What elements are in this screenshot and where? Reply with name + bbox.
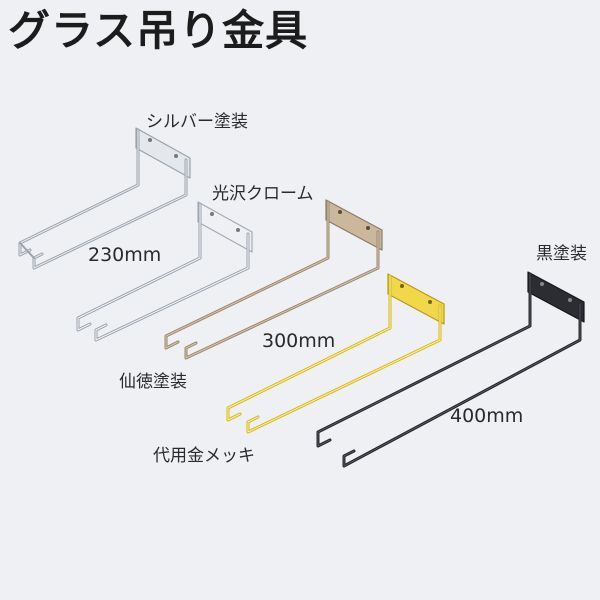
size-label-230: 230mm [88,244,162,266]
size-label-400: 400mm [450,405,524,427]
finish-label-gold: 代用金メッキ [153,446,255,466]
rack-black [316,271,585,468]
finish-label-sentoku: 仙徳塗装 [119,372,187,392]
rack-sentoku [164,199,383,360]
rack-gold [226,273,445,434]
page-title: グラス吊り金具 [8,6,309,55]
finish-label-black: 黒塗装 [536,244,587,264]
size-label-300: 300mm [262,330,336,352]
rack-silver [18,127,191,270]
finish-label-silver: シルバー塗装 [146,112,248,132]
rack-chrome [76,201,253,342]
finish-label-chrome: 光沢クローム [212,184,314,204]
